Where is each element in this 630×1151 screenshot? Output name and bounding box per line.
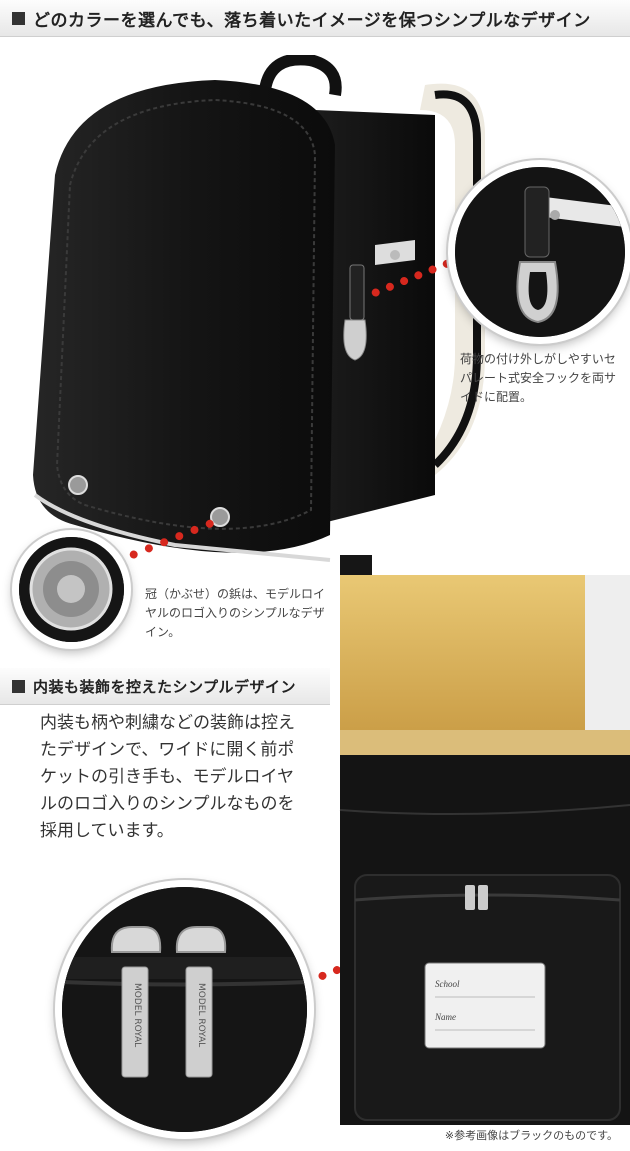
- section-header-1: どのカラーを選んでも、落ち着いたイメージを保つシンプルなデザイン: [0, 0, 630, 37]
- zoom-hook-image: [448, 160, 630, 344]
- section-header-2: 内装も装飾を控えたシンプルデザイン: [0, 668, 330, 705]
- section-title-2: 内装も装飾を控えたシンプルデザイン: [33, 677, 297, 696]
- square-bullet-icon: [12, 679, 25, 693]
- backpack-open-image: School Name: [339, 555, 630, 1125]
- zipper-logo-right: MODEL ROYAL: [196, 983, 206, 1047]
- reference-note: ※参考画像はブラックのものです。: [444, 1129, 618, 1142]
- square-bullet-icon: [12, 11, 25, 25]
- crest-caption: 冠（かぶせ）の鋲は、モデルロイヤルのロゴ入りのシンプルなデザイン。: [145, 587, 326, 639]
- section-title-1: どのカラーを選んでも、落ち着いたイメージを保つシンプルなデザイン: [33, 10, 591, 31]
- body-text: 内装も柄や刺繍などの装飾は控えたデザインで、ワイドに開く前ポケットの引き手も、モ…: [40, 713, 295, 841]
- zoom-zipper-image: MODEL ROYAL MODEL ROYAL: [55, 880, 314, 1139]
- card-school-label: School: [435, 979, 460, 989]
- zoom-crest-image: [12, 530, 131, 649]
- backpack-closed-image: [33, 55, 485, 562]
- hook-caption: 荷物の付け外しがしやすいセパレート式安全フックを両サイドに配置。: [460, 352, 617, 404]
- card-name-label: Name: [434, 1012, 456, 1022]
- zipper-logo-left: MODEL ROYAL: [132, 983, 142, 1047]
